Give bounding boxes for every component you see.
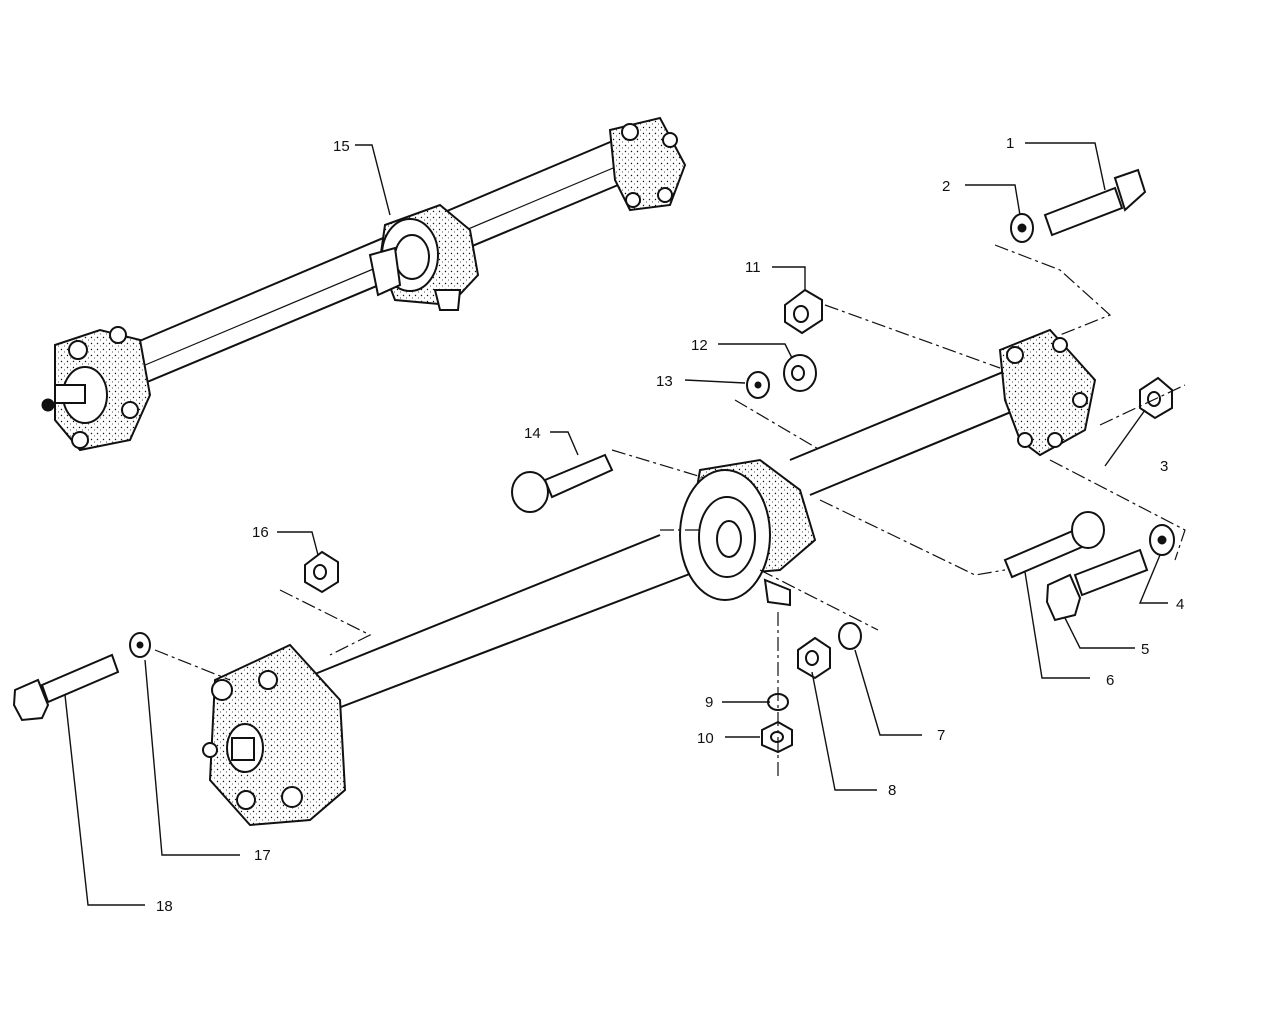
assembled-shaft [41,116,687,452]
callout-1: 1 [1006,135,1014,152]
callout-15: 15 [333,138,350,155]
callout-5: 5 [1141,641,1149,658]
callout-17: 17 [254,847,271,864]
callout-14: 14 [524,425,541,442]
bolt-18 [12,653,120,722]
assembly-lines [154,244,1186,780]
bolt-6 [1003,511,1105,579]
nut-8 [797,636,831,680]
hardware [12,168,1175,754]
nut-16 [304,550,339,594]
callout-9: 9 [705,694,713,711]
callout-18: 18 [156,898,173,915]
nut-12 [783,354,817,392]
upper-rear-flex-disc [41,326,152,452]
lower-front-flex-disc [998,328,1097,457]
callout-3: 3 [1160,458,1168,475]
callout-4: 4 [1176,596,1184,613]
upper-front-flex-disc [608,116,687,212]
nut-11 [784,288,823,335]
upper-shaft-tube-edge-top [129,139,616,346]
callout-13: 13 [656,373,673,390]
callout-6: 6 [1106,672,1114,689]
lower-front-tube-edge-bottom [809,399,1041,496]
washer-7 [838,622,862,650]
bolt-5 [1045,548,1149,622]
lower-rear-tube-edge-top [299,534,661,681]
callout-10: 10 [697,730,714,747]
nut-10 [761,720,793,754]
callout-12: 12 [691,337,708,354]
callout-2: 2 [942,178,950,195]
callout-11: 11 [745,259,761,276]
lower-front-tube-edge-top [789,364,1021,461]
bolt-1 [1043,168,1147,237]
lower-rear-tube-edge-bottom [319,569,701,716]
upper-center-bearing [368,203,480,311]
exploded-shaft [202,328,1097,827]
lower-center-bearing [660,458,817,607]
callout-8: 8 [888,782,896,799]
callout-labels: 1 2 3 4 5 6 7 8 9 10 11 12 13 14 15 16 1… [156,135,1184,915]
leader-lines [64,142,1168,906]
bolt-14 [511,453,614,513]
callout-7: 7 [937,727,945,744]
callout-16: 16 [252,524,269,541]
lower-rear-flex-disc [202,643,347,827]
